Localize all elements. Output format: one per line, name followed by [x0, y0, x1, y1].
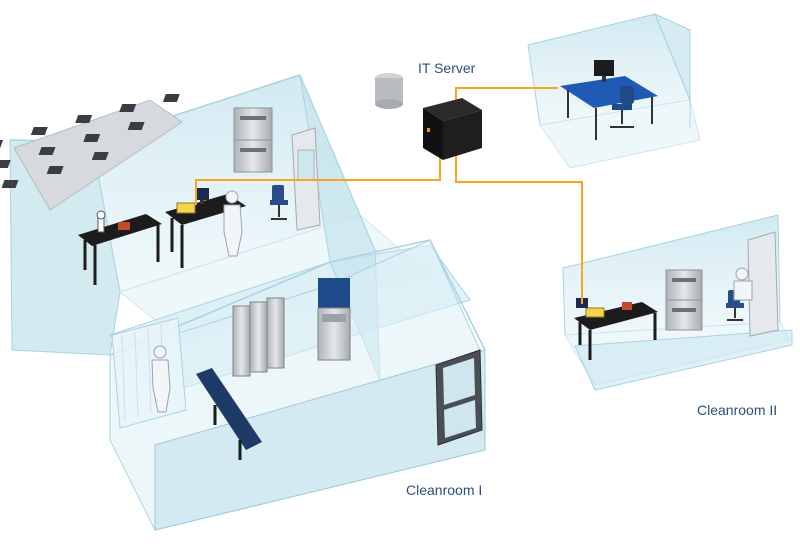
chair: [610, 86, 634, 128]
cleanroom-worker-icon: [733, 267, 753, 301]
incubator-icon: [233, 107, 273, 173]
office-room: [527, 13, 701, 169]
computer-workstation-icon: [195, 188, 209, 204]
microscope-icon: [96, 210, 106, 233]
sink: [317, 278, 351, 361]
database-cylinder-icon: [375, 73, 403, 109]
office-side-wall: [654, 13, 691, 128]
cleanroom-2-front-wall: [574, 329, 793, 391]
it-server-label: IT Server: [418, 60, 476, 76]
changing-bench: [196, 368, 262, 460]
cleanroom-worker-icon: [151, 345, 171, 413]
cleanroom-1: [0, 74, 486, 531]
server-box-icon: [423, 98, 482, 160]
lab-bench-workstation: [165, 188, 246, 268]
incubator-icon: [665, 269, 703, 331]
cleanroom-2: [562, 214, 793, 391]
airlock-curtain: [111, 317, 187, 429]
network-link-cleanroom-2: [455, 150, 583, 304]
cleanroom-2-label: Cleanroom II: [697, 402, 778, 418]
network-link-office: [455, 87, 558, 100]
computer-workstation-icon: [594, 60, 614, 82]
network-lines: [195, 87, 583, 304]
network-link-cleanroom-1: [195, 150, 441, 205]
cleanroom-1-label: Cleanroom I: [406, 482, 483, 498]
cleanroom-worker-icon: [223, 190, 243, 257]
lockers: [232, 297, 285, 377]
chair: [270, 185, 288, 220]
lab-bench: [78, 210, 162, 285]
cleanroom-1-front-wall: [154, 349, 486, 531]
ceiling-filter-panel-icon: [0, 94, 183, 211]
office-floor: [539, 99, 701, 169]
cleanroom-door: [435, 349, 483, 446]
